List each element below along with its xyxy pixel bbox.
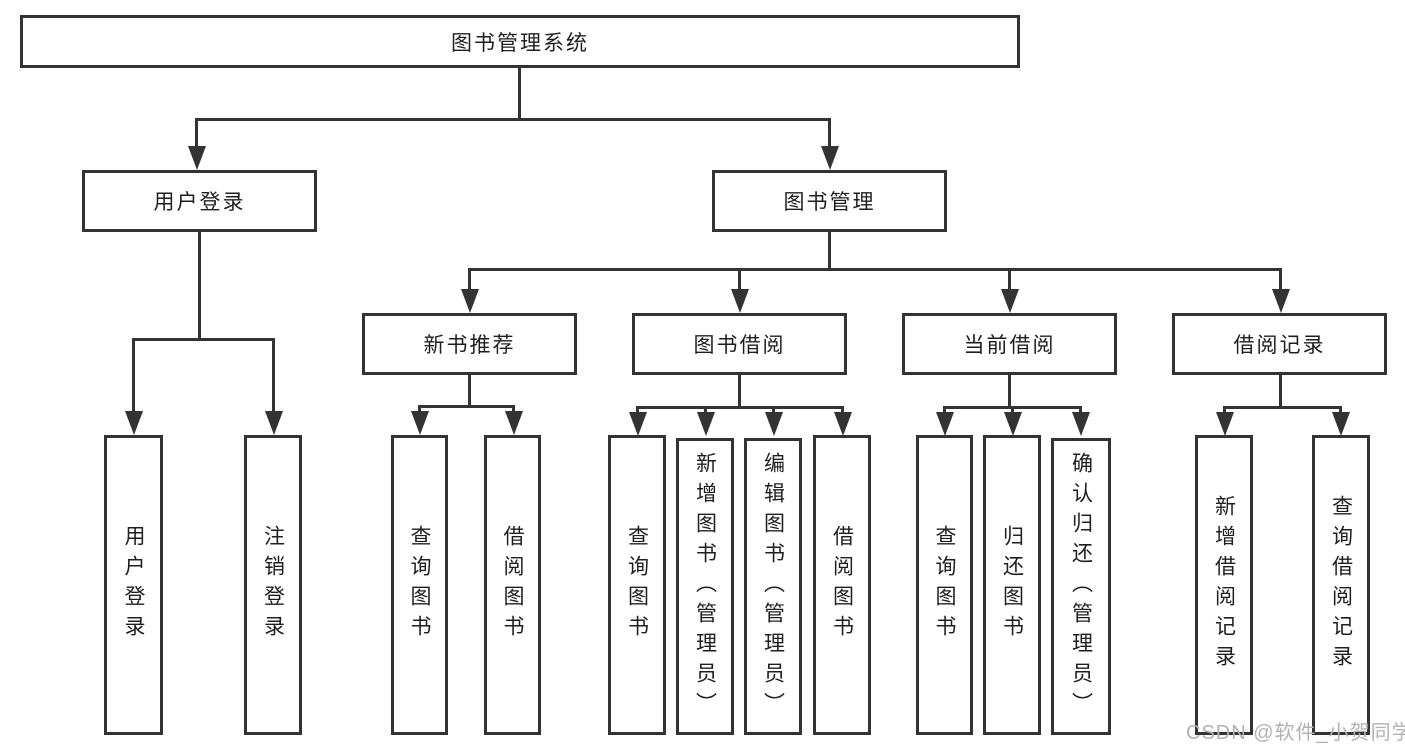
connector-drop [1008,268,1011,291]
connector-bus [1223,406,1342,409]
node-new-book-recommend: 新书推荐 [362,313,577,375]
connector-stem [198,232,201,341]
connector-drop [738,268,741,291]
arrow-down-icon [411,411,429,435]
connector-drop [1011,406,1014,415]
connector-drop [1223,406,1226,415]
connector-stem [738,375,741,409]
arrow-down-icon [1332,412,1350,436]
connector-drop [704,406,707,415]
node-book-management: 图书管理 [712,170,947,232]
node-query-books-current: 查询图书 [916,435,973,735]
node-return-books: 归还图书 [983,435,1041,735]
connector-drop [132,338,135,413]
connector-drop [828,118,831,148]
arrow-down-icon [1072,412,1090,436]
node-add-book-admin: 新增图书（管理员） [676,438,734,735]
connector-root-stem [518,68,521,120]
arrow-down-icon [265,411,283,435]
connector-drop [468,268,471,291]
node-borrow-books: 借阅图书 [813,435,871,735]
node-borrow-books-recommend: 借阅图书 [484,435,541,735]
arrow-down-icon [731,289,749,313]
node-current-borrow: 当前借阅 [902,313,1117,375]
connector-drop [1279,268,1282,291]
node-query-books-borrow: 查询图书 [608,435,666,735]
connector-bus [132,338,275,341]
connector-drop [943,406,946,415]
connector-bus [418,405,515,408]
connector-bus [636,406,844,409]
node-book-borrow: 图书借阅 [632,313,847,375]
connector-drop [772,406,775,415]
connector-stem [1279,375,1282,409]
arrow-down-icon [821,146,839,170]
connector-drop [195,118,198,148]
node-query-borrow-record: 查询借阅记录 [1312,435,1370,735]
connector-level3-bus [468,268,1282,271]
arrow-down-icon [1004,412,1022,436]
connector-drop [841,406,844,415]
arrow-down-icon [697,412,715,436]
arrow-down-icon [1001,289,1019,313]
connector-stem [1008,375,1011,409]
arrow-down-icon [125,411,143,435]
arrow-down-icon [1216,412,1234,436]
node-user-login: 用户登录 [82,170,317,232]
node-add-borrow-record: 新增借阅记录 [1195,435,1253,735]
node-user-login-leaf: 用户登录 [104,435,163,735]
connector-drop [512,405,515,415]
node-logout: 注销登录 [244,435,302,735]
connector-drop [636,406,639,415]
arrow-down-icon [834,412,852,436]
arrow-down-icon [505,411,523,435]
connector-drop [1079,406,1082,415]
arrow-down-icon [629,412,647,436]
connector-drop [1339,406,1342,415]
node-edit-book-admin: 编辑图书（管理员） [744,438,802,735]
connector-stem [468,375,471,408]
arrow-down-icon [936,412,954,436]
node-confirm-return-admin: 确认归还（管理员） [1051,438,1111,735]
node-library-system: 图书管理系统 [20,15,1020,68]
node-borrow-records: 借阅记录 [1172,313,1387,375]
connector-drop [272,338,275,413]
connector-level2-bus [195,118,831,121]
node-query-books-recommend: 查询图书 [391,435,448,735]
connector-drop [418,405,421,415]
arrow-down-icon [765,412,783,436]
watermark: CSDN @软件_小贺同学 [1186,722,1405,744]
connector-stem [828,232,831,271]
arrow-down-icon [461,289,479,313]
arrow-down-icon [1272,289,1290,313]
arrow-down-icon [188,146,206,170]
